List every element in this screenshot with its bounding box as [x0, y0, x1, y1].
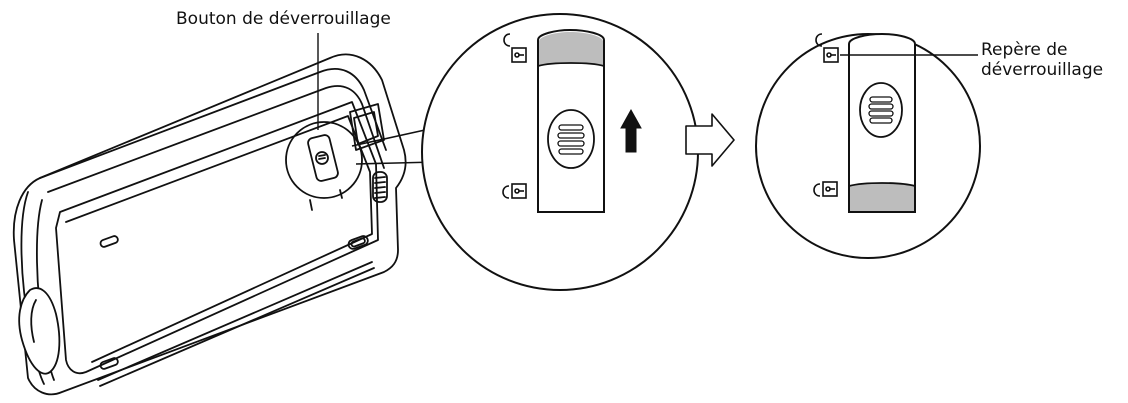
device-illustration [12, 53, 407, 396]
unlock-mark-label-line1: Repère de [981, 40, 1068, 60]
padlock-icon [815, 33, 839, 63]
zoom-view-unlocked [755, 32, 981, 259]
padlock-icon [503, 33, 527, 63]
up-arrow-icon [620, 108, 642, 153]
padlock-icon [502, 183, 527, 199]
zoom-view-locked [421, 13, 699, 291]
padlock-icon [813, 181, 838, 197]
right-hollow-arrow-icon [685, 113, 735, 167]
unlock-mark-label: Repère de déverrouillage [981, 40, 1103, 80]
unlock-mark-label-line2: déverrouillage [981, 60, 1104, 80]
device-zoom-circle [285, 121, 363, 199]
unlock-button-label: Bouton de déverrouillage [176, 9, 391, 29]
